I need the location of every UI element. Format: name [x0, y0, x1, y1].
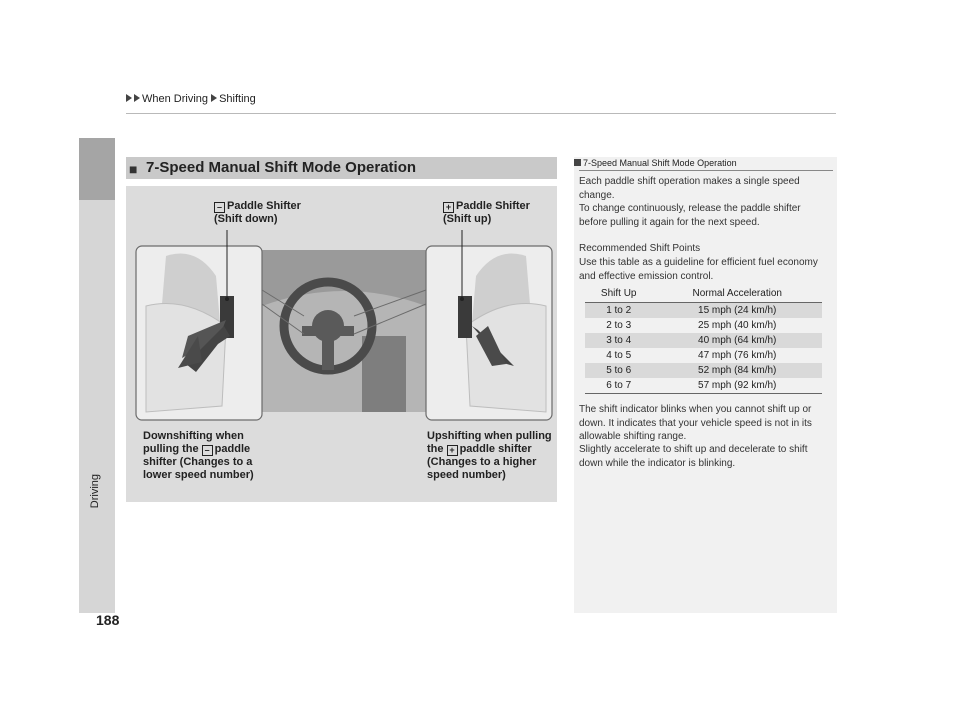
downshift-caption: Downshifting when pulling the –paddle sh… — [143, 430, 254, 482]
note-paragraph-5: Slightly accelerate to shift up and dece… — [579, 444, 808, 469]
plus-paddle-label-line2: (Shift up) — [443, 213, 492, 225]
header-rule — [126, 113, 836, 114]
table-cell: 6 to 7 — [585, 378, 653, 394]
sidebar-note-title-text: 7-Speed Manual Shift Mode Operation — [583, 158, 737, 168]
upshift-caption: Upshifting when pulling the +paddle shif… — [427, 430, 552, 482]
minus-paddle-label-line1: Paddle Shifter — [227, 200, 301, 212]
table-row: 4 to 5 47 mph (76 km/h) — [585, 348, 822, 363]
table-row: 3 to 4 40 mph (64 km/h) — [585, 333, 822, 348]
page-number: 188 — [96, 612, 120, 628]
sidebar-note-title: 7-Speed Manual Shift Mode Operation — [574, 158, 737, 168]
note-paragraph-4: The shift indicator blinks when you cann… — [579, 404, 812, 442]
upshift-caption-line4: speed number) — [427, 469, 506, 481]
table-row: 5 to 6 52 mph (84 km/h) — [585, 363, 822, 378]
breadcrumb-item-shifting[interactable]: Shifting — [219, 93, 256, 105]
table-row: 6 to 7 57 mph (92 km/h) — [585, 378, 822, 394]
sidebar-note-rule — [579, 170, 833, 171]
note-paragraph-1: Each paddle shift operation makes a sing… — [579, 176, 800, 201]
note-paragraph-2: To change continuously, release the padd… — [579, 203, 801, 228]
table-row: 1 to 2 15 mph (24 km/h) — [585, 302, 822, 318]
section-title: 7-Speed Manual Shift Mode Operation — [146, 159, 417, 176]
plus-key-icon: + — [446, 445, 458, 456]
note-paragraph-3-heading: Recommended Shift Points — [579, 243, 701, 254]
chapter-tab-marker — [79, 138, 115, 200]
upshift-caption-line2a: the — [427, 443, 444, 455]
table-cell: 1 to 2 — [585, 302, 653, 318]
downshift-caption-line4: lower speed number) — [143, 469, 254, 481]
minus-key-icon: – — [201, 445, 213, 456]
table-cell: 2 to 3 — [606, 320, 632, 331]
table-cell: 52 mph (84 km/h) — [652, 363, 822, 378]
arrow-icon — [126, 94, 132, 102]
breadcrumb: When Driving Shifting — [126, 93, 256, 105]
minus-paddle-label: –Paddle Shifter (Shift down) — [214, 200, 301, 226]
section-heading: ■ 7-Speed Manual Shift Mode Operation — [126, 157, 557, 179]
shift-points-table: Shift Up Normal Acceleration 1 to 2 15 m… — [585, 287, 822, 394]
downshift-caption-line3: shifter (Changes to a — [143, 456, 253, 468]
downshift-caption-line2a: pulling the — [143, 443, 199, 455]
arrow-icon — [211, 94, 218, 102]
table-header-row: Shift Up Normal Acceleration — [585, 287, 822, 303]
minus-key-icon: – — [214, 202, 225, 213]
plus-paddle-label-line1: Paddle Shifter — [456, 200, 530, 212]
chapter-tab-label: Driving — [89, 474, 101, 509]
table-cell: 15 mph (24 km/h) — [652, 302, 822, 318]
plus-key-icon: + — [443, 202, 454, 213]
table-cell: 5 to 6 — [585, 363, 653, 378]
column-header-shift-up: Shift Up — [585, 287, 653, 303]
steering-wheel-illustration — [135, 230, 553, 421]
table-cell: 3 to 4 — [585, 333, 653, 348]
note-paragraph-3: Use this table as a guideline for effici… — [579, 257, 818, 282]
table-cell: 40 mph (64 km/h) — [652, 333, 822, 348]
minus-paddle-label-line2: (Shift down) — [214, 213, 278, 225]
table-row: 2 to 3 25 mph (40 km/h) — [585, 318, 822, 333]
downshift-caption-line1: Downshifting when — [143, 430, 244, 442]
table-cell: 57 mph (92 km/h) — [652, 378, 822, 394]
downshift-caption-line2b: paddle — [214, 443, 251, 455]
breadcrumb-item-when-driving[interactable]: When Driving — [142, 93, 209, 105]
table-cell: 25 mph (40 km/h) — [698, 320, 777, 331]
upshift-caption-line1: Upshifting when pulling — [427, 430, 552, 442]
chapter-tab: Driving — [79, 138, 115, 613]
plus-paddle-label: +Paddle Shifter (Shift up) — [443, 200, 530, 226]
note-marker-icon — [574, 159, 581, 166]
table-cell: 47 mph (76 km/h) — [698, 350, 777, 361]
upshift-caption-line2b: paddle shifter — [459, 443, 532, 455]
upshift-caption-line3: (Changes to a higher — [427, 456, 537, 468]
table-cell: 4 to 5 — [606, 350, 632, 361]
column-header-normal-acceleration: Normal Acceleration — [652, 287, 822, 303]
square-bullet-icon: ■ — [129, 161, 138, 177]
arrow-icon — [134, 94, 140, 102]
